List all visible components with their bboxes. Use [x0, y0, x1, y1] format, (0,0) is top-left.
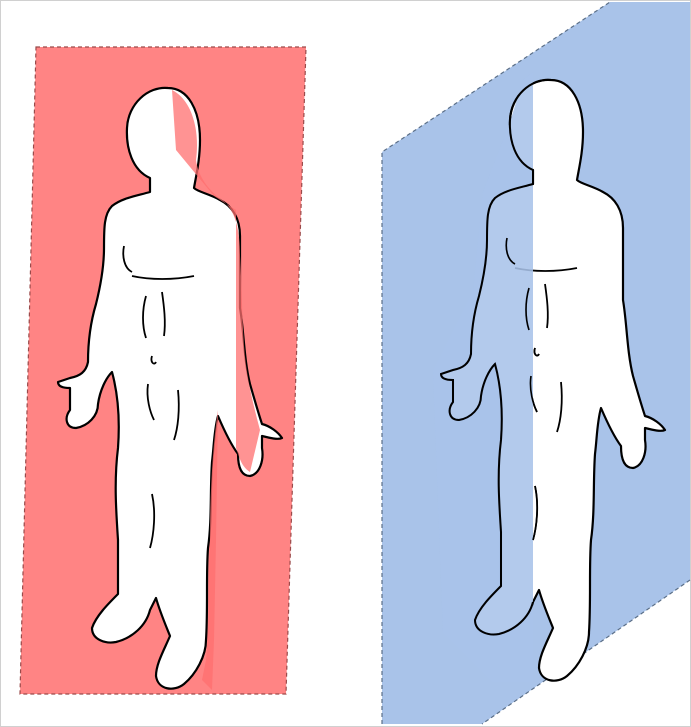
coronal-plane-panel: [20, 47, 306, 694]
